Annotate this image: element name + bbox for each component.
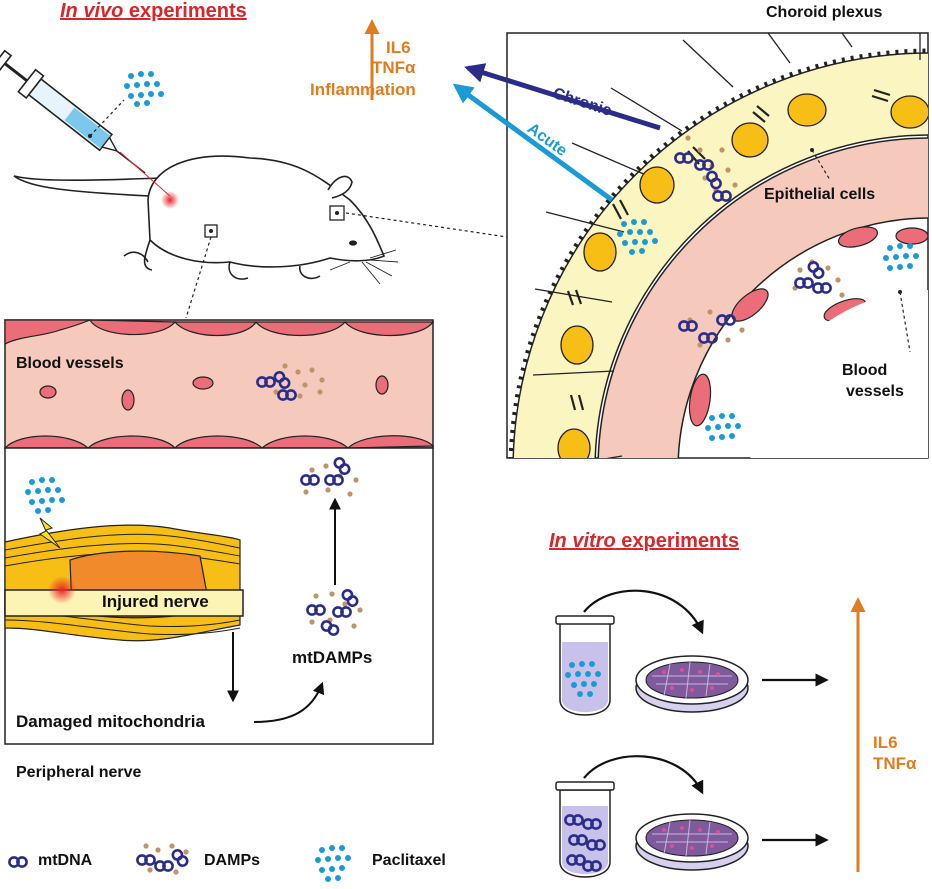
in-vivo-heading: In vivo experiments <box>60 0 247 22</box>
tnfa-top-label: TNFα <box>372 58 416 77</box>
lightning-icon <box>39 517 61 549</box>
epithelial-cells-label: Epithelial cells <box>764 186 876 203</box>
il6-top-label: IL6 <box>386 38 411 57</box>
acute-arrow <box>452 83 614 203</box>
chronic-arrow <box>464 63 661 131</box>
damaged-mitochondria-label: Damaged mitochondria <box>16 712 205 731</box>
in-vitro-section <box>555 589 866 878</box>
choroid-vessels-label-line2: vessels <box>846 383 904 400</box>
injured-nerve-drawing <box>4 517 244 642</box>
inflammation-label: Inflammation <box>310 80 416 99</box>
legend-paclitaxel-icon <box>315 845 351 882</box>
peripheral-nerve-caption: Peripheral nerve <box>16 764 142 781</box>
legend <box>8 843 351 882</box>
legend-paclitaxel-label: Paclitaxel <box>372 852 446 869</box>
paclitaxel-cluster-syringe <box>124 71 164 107</box>
il6-right-label: IL6 <box>873 733 898 752</box>
legend-mtdna-label: mtDNA <box>38 852 93 869</box>
legend-damps-label: DAMPs <box>204 852 261 869</box>
tnfa-right-label: TNFα <box>873 754 917 773</box>
choroid-plexus-panel <box>506 32 929 459</box>
mouse-drawing <box>13 155 386 280</box>
culture-dish-top-icon <box>635 655 749 713</box>
syringe-icon <box>0 49 146 174</box>
choroid-plexus-title: Choroid plexus <box>766 4 883 21</box>
choroid-vessels-label-line1: Blood <box>842 362 888 379</box>
legend-damps-icon <box>136 843 191 875</box>
culture-dish-bottom-icon <box>635 813 749 871</box>
blood-vessels-label: Blood vessels <box>16 355 124 372</box>
peripheral-nerve-panel <box>4 447 434 745</box>
in-vitro-heading: In vitro experiments <box>549 530 740 552</box>
tube-paclitaxel-icon <box>555 615 615 716</box>
legend-mtdna-icon <box>8 856 28 868</box>
injured-nerve-label: Injured nerve <box>102 592 209 611</box>
blood-vessels-panel <box>3 319 435 449</box>
mtdamps-label: mtDAMPs <box>292 648 373 667</box>
